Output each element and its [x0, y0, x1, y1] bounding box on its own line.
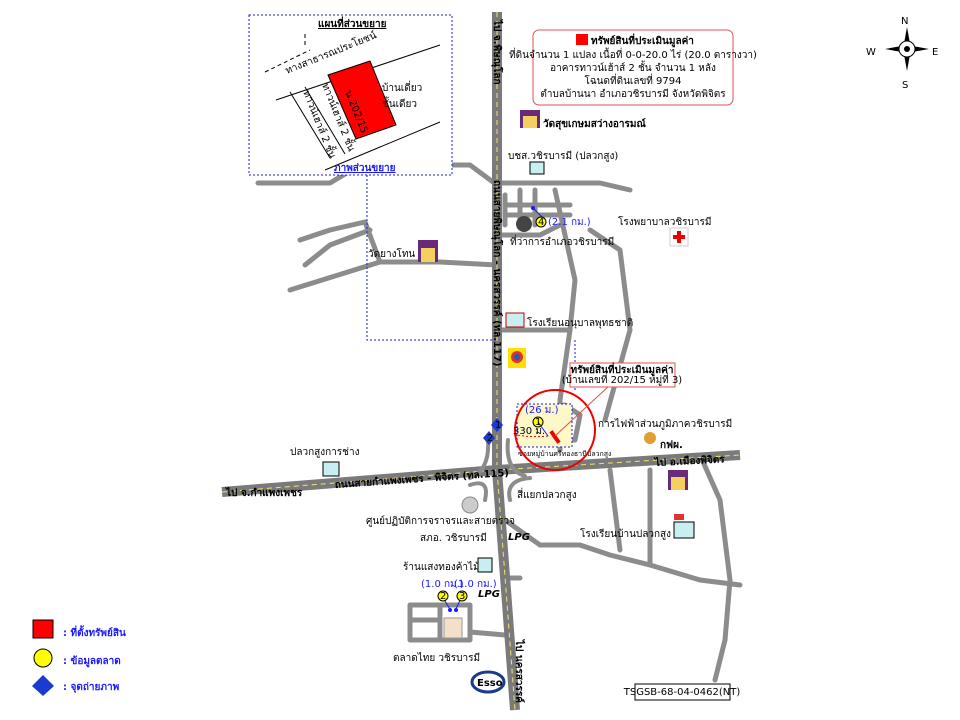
legend-photo-point: : จุดถ่ายภาพ: [63, 681, 120, 693]
info-box-line: ที่ดินจำนวน 1 แปลง เนื้อที่ 0-0-20.0 ไร่…: [509, 47, 757, 61]
reference-code-box: TSGSB-68-04-0462(NT): [623, 683, 741, 701]
subject-property-marker: [549, 430, 561, 444]
legend-photo-swatch: [32, 675, 54, 696]
market-marker-2[interactable]: 2 (1.0 กม.): [421, 579, 464, 612]
legend-market-data: : ข้อมูลตลาด: [63, 655, 121, 668]
school-icon: [505, 312, 525, 328]
reference-code: TSGSB-68-04-0462(NT): [623, 687, 741, 698]
market-marker-3[interactable]: 3 (1.0 กม.): [454, 579, 497, 612]
road-label-soi: ซอยหมู่บ้านศรีทองธานีปลวกสูง: [518, 450, 611, 458]
shop-icon: [477, 557, 493, 573]
map-legend: : ที่ตั้งทรัพย์สิน : ข้อมูลตลาด : จุดถ่า…: [32, 619, 126, 696]
road-label-hwy117: ถนนสายพิษณุโลก - นครสวรรค์ (ทล.117): [491, 180, 504, 367]
marker-number: 1: [535, 417, 541, 428]
callout-title: ทรัพย์สินที่ประเมินมูลค่า: [571, 362, 674, 377]
hospital-cross-icon: [669, 227, 689, 247]
esso-logo: Esso: [470, 670, 506, 694]
compass-n: N: [901, 16, 908, 27]
lpg-logo: LPG: [478, 589, 500, 600]
callout-address: (บ้านเลขที่ 202/15 หมู่ที่ 3): [562, 372, 683, 386]
soi-distance-label: 330 ม.: [513, 426, 545, 437]
photo-point-number: 2: [487, 433, 493, 444]
info-box-line: อาคารทาวน์เฮ้าส์ 2 ชั้น จำนวน 1 หลัง: [550, 60, 716, 74]
label-school: โรงเรียนบ้านปลวกสูง: [580, 527, 671, 540]
district-office-emblem-icon: [516, 216, 532, 232]
inset-map: แผนที่ส่วนขยาย ทางสาธารณประโยชน์ น.202/1…: [248, 14, 576, 390]
label-kindergarten: โรงเรียนอนุบาลพุทธชาติ: [527, 316, 633, 329]
pea-emblem-icon: [644, 432, 656, 444]
compass-e: E: [932, 47, 938, 58]
market-marker-4[interactable]: 4 (2.1 กม.): [531, 206, 591, 228]
school-icon: [673, 514, 695, 539]
marker-number: 3: [459, 591, 465, 602]
road-label-to-mueang-phichit: ไป อ.เมืองพิจิตร: [653, 452, 725, 469]
temple-icon: [418, 240, 438, 262]
subject-location-area: 330 ม. 1 (26 ม.): [511, 389, 596, 471]
label-wat-suk: วัดสุขเกษมสว่างอารมณ์: [543, 118, 647, 130]
info-box-title: ทรัพย์สินที่ประเมินมูลค่า: [591, 33, 694, 48]
market-basket-icon: [443, 617, 463, 639]
label-market: ตลาดไทย วชิรบารมี: [393, 652, 480, 664]
bank-icon: [529, 161, 545, 175]
interchange-ramps: [468, 438, 532, 502]
temple-icon: [668, 470, 688, 490]
info-box-line: โฉนดที่ดินเลขที่ 9794: [584, 73, 681, 87]
subject-callout: ทรัพย์สินที่ประเมินมูลค่า (บ้านเลขที่ 20…: [554, 362, 683, 437]
label-timber: ร้านแสงทองค้าไม้: [403, 561, 480, 573]
label-bank: บชส.วชิรบารมี (ปลวกสูง): [508, 150, 618, 162]
compass-s: S: [902, 80, 908, 91]
road-label-to-phitsanulok: ไป จ.พิษณุโลก: [491, 19, 504, 85]
temple-icon: [520, 110, 540, 128]
label-pea: การไฟฟ้าส่วนภูมิภาควชิรบารมี: [598, 418, 732, 430]
marker-distance: (1.0 กม.): [421, 579, 464, 590]
label-garage: ปลวกสูงการช่าง: [290, 447, 360, 458]
road-label-to-nakhonsawan: ไป นครสวรรค์: [513, 639, 526, 703]
shop-icon: [322, 461, 340, 477]
police-emblem-icon: [461, 496, 479, 514]
marker-distance: (26 ม.): [525, 405, 559, 416]
highway-115: [221, 450, 741, 497]
legend-property-swatch: [32, 619, 54, 639]
pea-logo: กฟผ.: [660, 439, 683, 451]
road-label-to-kamphaengphet: ไป จ.กำแพงเพชร: [225, 486, 303, 499]
label-junction: สี่แยกปลวกสูง: [517, 487, 577, 501]
lpg-logo: LPG: [508, 532, 530, 543]
esso-text: Esso: [477, 678, 503, 689]
marker-number: 2: [440, 591, 446, 602]
inset-footer-link[interactable]: ภาพส่วนขยาย: [334, 162, 396, 174]
label-wat-yang: วัดยางโทน: [368, 247, 415, 260]
marker-distance: (1.0 กม.): [454, 579, 497, 590]
marker-distance: (2.1 กม.): [548, 217, 591, 228]
inset-house-label-1: บ้านเดี่ยว: [382, 80, 422, 94]
label-district-office: ที่ว่าการอำเภอวชิรบารมี: [510, 234, 614, 248]
legend-property: : ที่ตั้งทรัพย์สิน: [63, 625, 126, 639]
photo-point-1[interactable]: 1: [491, 418, 503, 432]
photo-point-number: 1: [495, 420, 501, 431]
pwa-logo-icon: [508, 348, 526, 368]
marker-number: 4: [538, 217, 544, 228]
property-info-box: ทรัพย์สินที่ประเมินมูลค่า ที่ดินจำนวน 1 …: [509, 29, 757, 106]
compass-w: W: [866, 47, 876, 58]
legend-market-swatch: [33, 648, 53, 668]
label-police-2: สภอ. วชิรบารมี: [420, 532, 487, 544]
info-box-line: ตำบลบ้านนา อำเภอวชิรบารมี จังหวัดพิจิตร: [540, 88, 726, 100]
label-hospital: โรงพยาบาลวชิรบารมี: [618, 215, 711, 228]
compass-rose-icon: N S E W: [866, 16, 938, 91]
subject-plot: [327, 60, 397, 140]
inset-title: แผนที่ส่วนขยาย: [318, 16, 387, 30]
inset-house-label-2: ชั้นเดียว: [382, 96, 417, 110]
photo-point-2[interactable]: 2: [483, 431, 495, 445]
label-police-1: ศูนย์ปฏิบัติการจราจรและสายตรวจ: [366, 515, 515, 527]
